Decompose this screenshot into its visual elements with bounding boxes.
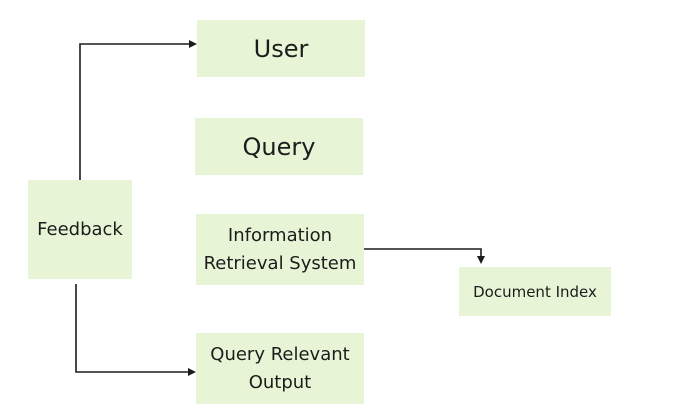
edge-feedback-to-user (79, 40, 197, 180)
feedback-node-label: Feedback (37, 219, 123, 240)
query-relevant-output-label-line-1: Query Relevant (210, 343, 350, 365)
feedback-node: Feedback (28, 180, 132, 279)
information-retrieval-system-node: Information Retrieval System (196, 214, 364, 285)
query-node-label: Query (242, 132, 316, 161)
query-relevant-output-node: Query Relevant Output (196, 333, 364, 404)
edge-irs-to-document-index (364, 248, 485, 264)
query-relevant-output-label-line-2: Output (248, 371, 312, 393)
query-node: Query (195, 118, 363, 175)
edge-feedback-to-output (75, 284, 196, 376)
user-node: User (197, 20, 365, 77)
user-node-label: User (253, 34, 309, 63)
information-retrieval-system-label-line-2: Retrieval System (203, 252, 357, 274)
document-index-node: Document Index (459, 267, 611, 316)
information-retrieval-system-label-line-1: Information (227, 224, 333, 246)
document-index-node-label: Document Index (473, 282, 597, 301)
